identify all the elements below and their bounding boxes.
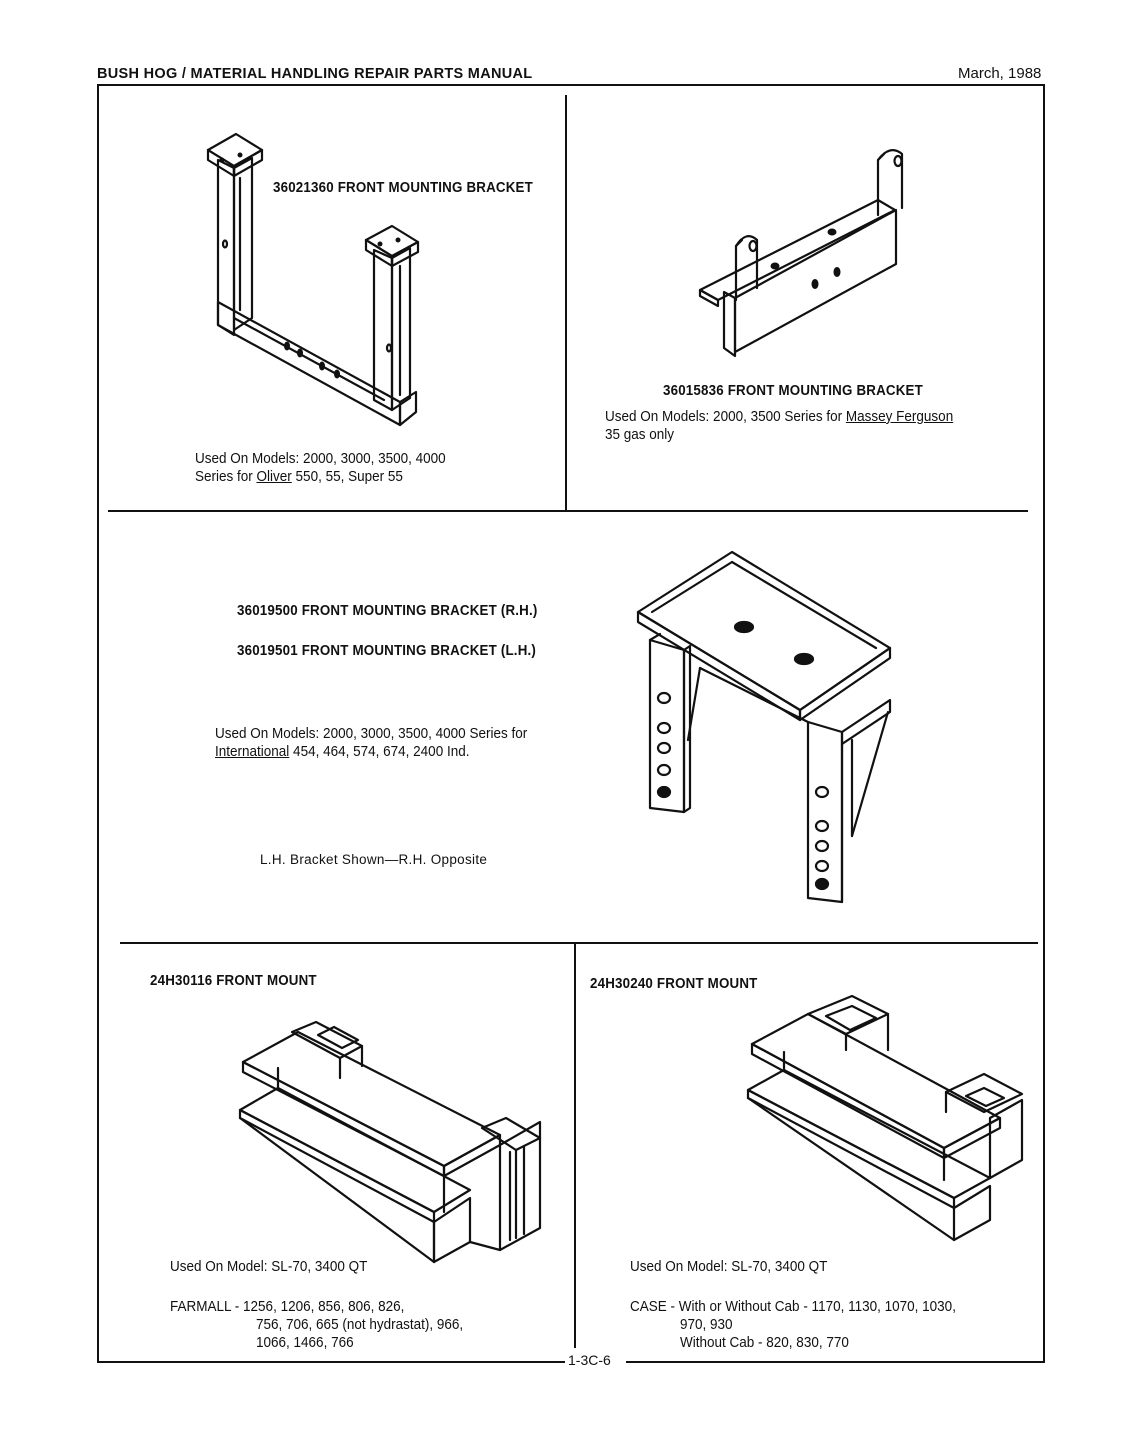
panel5-used-on: Used On Model: SL-70, 3400 QT [630, 1258, 827, 1276]
manual-date: March, 1988 [958, 65, 1042, 82]
panel5-used-label: Used On Model: [630, 1258, 728, 1275]
panel5-line2: 970, 930 [680, 1316, 733, 1333]
divider-bottom-vertical [574, 943, 576, 1348]
panel2-used-models: 2000, 3500 Series for [713, 408, 843, 425]
panel1-used-models: 2000, 3000, 3500, 4000 [303, 450, 446, 467]
panel1-used-label: Used On Models: [195, 450, 300, 467]
panel2-line2: 35 gas only [605, 426, 675, 443]
left-border [97, 84, 99, 1362]
panel3-brand-line: International 454, 464, 574, 674, 2400 I… [215, 743, 469, 761]
panel5-used-models: SL-70, 3400 QT [731, 1258, 828, 1275]
panel1-series-prefix: Series for [195, 468, 253, 485]
panel1-series-suffix: 550, 55, Super 55 [295, 468, 403, 485]
panel5-make-line: CASE - With or Without Cab - 1170, 1130,… [630, 1298, 956, 1316]
top-border [97, 84, 1045, 86]
panel3-used-on: Used On Models: 2000, 3000, 3500, 4000 S… [215, 725, 527, 743]
panel2-used-label: Used On Models: [605, 408, 710, 425]
panel2-brand: Massey Ferguson [845, 408, 954, 425]
panel5-title: 24H30240 FRONT MOUNT [590, 976, 758, 992]
divider-row2 [120, 942, 1038, 944]
bottom-border-right [626, 1361, 1045, 1363]
page-number: 1-3C-6 [566, 1352, 613, 1368]
panel3-used-models: 2000, 3000, 3500, 4000 Series for [323, 725, 528, 742]
panel2-title: 36015836 FRONT MOUNTING BRACKET [663, 383, 923, 399]
panel4-line1: - 1256, 1206, 856, 806, 826, [234, 1298, 405, 1315]
panel2-used-on: Used On Models: 2000, 3500 Series for Ma… [605, 408, 953, 426]
panel3-title-rh: 36019500 FRONT MOUNTING BRACKET (R.H.) [237, 603, 538, 619]
panel4-used-models: SL-70, 3400 QT [271, 1258, 368, 1275]
panel3-caption: L.H. Bracket Shown—R.H. Opposite [260, 852, 488, 867]
manual-title: BUSH HOG / MATERIAL HANDLING REPAIR PART… [97, 66, 533, 82]
right-border [1043, 84, 1045, 1362]
panel4-make-line: FARMALL - 1256, 1206, 856, 806, 826, [170, 1298, 404, 1316]
panel3-used-label: Used On Models: [215, 725, 320, 742]
panel1-series: Series for Oliver 550, 55, Super 55 [195, 468, 403, 486]
divider-top-vertical [565, 95, 567, 511]
panel4-used-on: Used On Model: SL-70, 3400 QT [170, 1258, 367, 1276]
panel5-line3: Without Cab - 820, 830, 770 [680, 1334, 849, 1351]
panel5-make: CASE [630, 1298, 667, 1315]
panel4-used-label: Used On Model: [170, 1258, 268, 1275]
panel4-title: 24H30116 FRONT MOUNT [150, 973, 317, 989]
bottom-border-left [97, 1361, 565, 1363]
panel1-title: 36021360 FRONT MOUNTING BRACKET [273, 180, 533, 196]
panel1-brand: Oliver [256, 468, 292, 485]
panel4-line3: 1066, 1466, 766 [256, 1334, 354, 1351]
panel1-used-on: Used On Models: 2000, 3000, 3500, 4000 [195, 450, 446, 468]
divider-row1 [108, 510, 1028, 512]
panel5-line1: - With or Without Cab - 1170, 1130, 1070… [670, 1298, 956, 1315]
panel3-models-suffix: 454, 464, 574, 674, 2400 Ind. [293, 743, 470, 760]
panel4-line2: 756, 706, 665 (not hydrastat), 966, [256, 1316, 464, 1333]
panel4-make: FARMALL [170, 1298, 232, 1315]
panel3-title-lh: 36019501 FRONT MOUNTING BRACKET (L.H.) [237, 643, 537, 659]
panel3-brand: International [215, 743, 290, 760]
